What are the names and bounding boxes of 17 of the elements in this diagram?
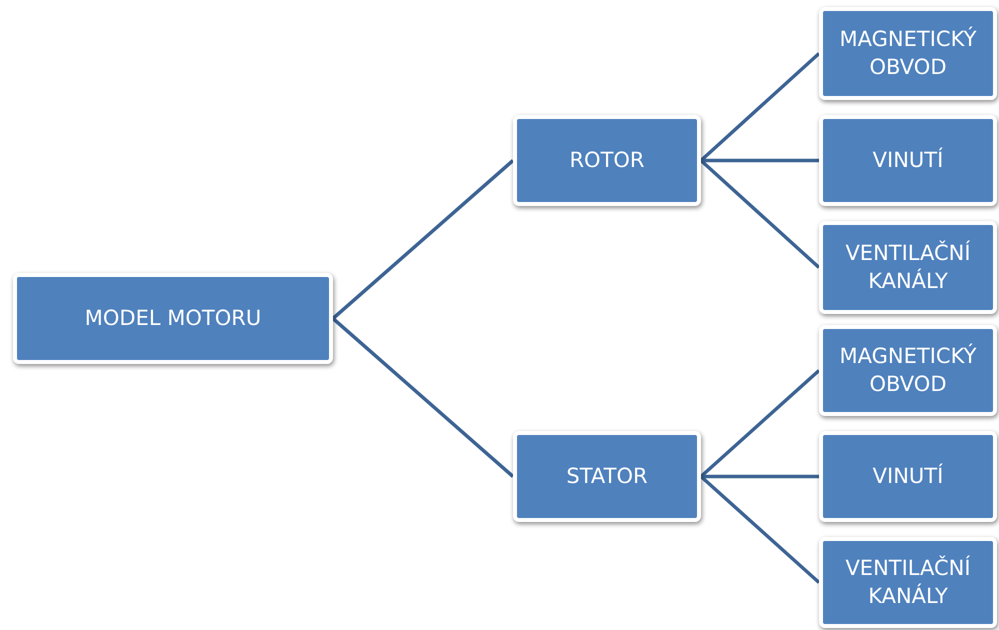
box-label: VENTILAČNÍ KANÁLY [844, 555, 972, 610]
connector-line [332, 159, 514, 320]
connector-line [700, 369, 820, 478]
box-label: ROTOR [569, 146, 645, 174]
connector-line [701, 158, 819, 162]
box-label: VINUTÍ [872, 146, 944, 174]
box-label: VINUTÍ [872, 462, 944, 490]
connector-line [700, 52, 820, 162]
box-label: MAGNETICKÝ OBVOD [838, 343, 978, 398]
box-label: MAGNETICKÝ OBVOD [838, 26, 978, 80]
connector-line [701, 474, 819, 478]
connector-line [700, 475, 820, 584]
connector-line [332, 317, 514, 478]
box-label: STATOR [566, 462, 648, 490]
box-label: MODEL MOTORU [84, 304, 262, 332]
connector-line [700, 159, 820, 269]
box-label: VENTILAČNÍ KANÁLY [844, 240, 972, 294]
